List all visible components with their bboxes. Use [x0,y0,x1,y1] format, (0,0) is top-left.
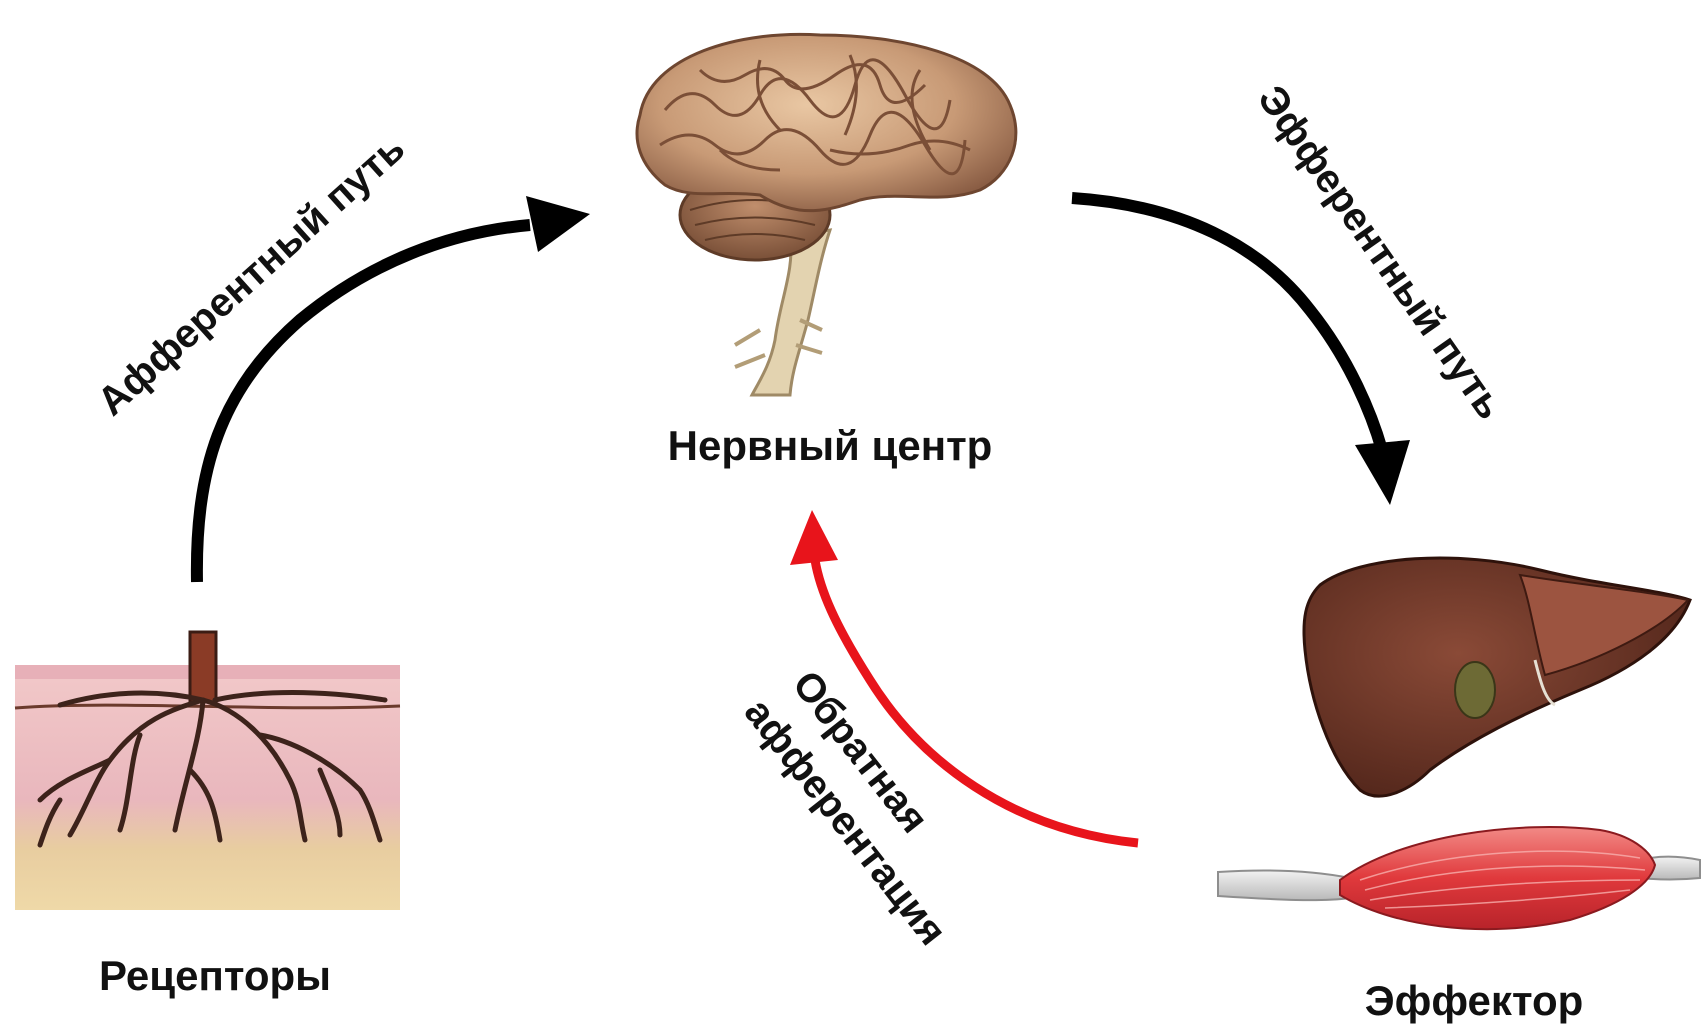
liver-illustration [1304,558,1690,796]
brain-illustration [637,34,1016,395]
muscle-illustration [1218,827,1700,929]
receptors-label: Рецепторы [99,952,331,999]
effector-label: Эффектор [1365,977,1584,1024]
nervous-center-label: Нервный центр [668,422,993,469]
efferent-path-label: Эфферентный путь [1249,78,1512,427]
skin-section-illustration [15,632,400,910]
